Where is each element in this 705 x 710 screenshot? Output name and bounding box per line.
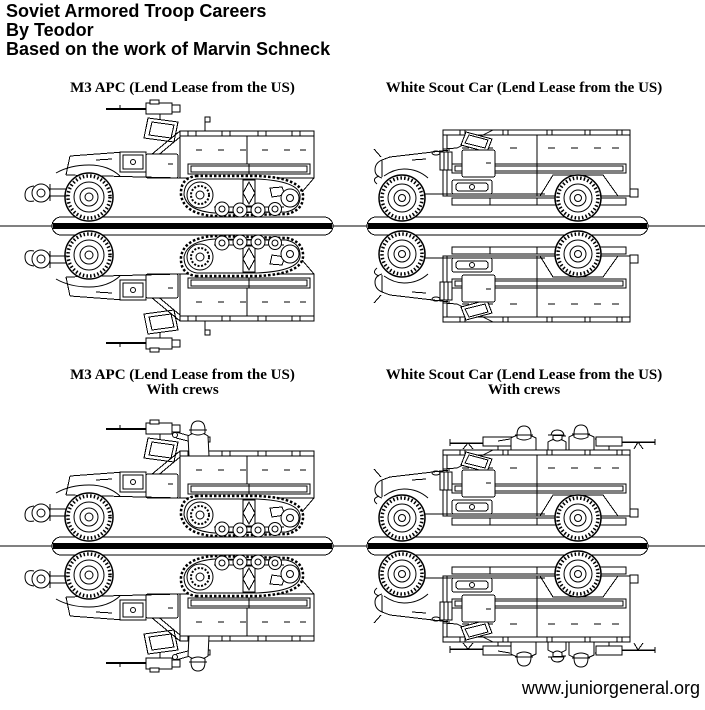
title-block: Soviet Armored Troop Careers By Teodor B…: [6, 2, 330, 59]
page-byline: By Teodor: [6, 20, 94, 40]
scout-car-crew-mirror: [372, 549, 640, 644]
base-strip-bar: [53, 543, 332, 549]
caption-text: White Scout Car (Lend Lease from the US): [385, 367, 663, 383]
base-strip-bar: [53, 223, 332, 229]
base-strip-bar: [368, 223, 647, 229]
website-url: www.juniorgeneral.org: [521, 678, 700, 698]
caption-text: White Scout Car (Lend Lease from the US): [385, 80, 663, 96]
caption-text: M3 APC (Lend Lease from the US): [70, 80, 295, 96]
scout-crew-mirror: [449, 641, 656, 668]
figure-row-2: [0, 418, 705, 674]
figure-row-1: [0, 98, 705, 354]
m3-apc-crew-top: [23, 418, 316, 543]
scout-crew-top: [449, 424, 656, 451]
page-title: Soviet Armored Troop Careers: [6, 1, 267, 21]
caption-scout-car-crews: White Scout Car (Lend Lease from the US)…: [352, 368, 696, 398]
page-credit: Based on the work of Marvin Schneck: [6, 39, 331, 59]
m3-apc-top: [23, 98, 316, 223]
caption-m3-apc: M3 APC (Lend Lease from the US): [20, 81, 345, 96]
scout-car-mirror: [372, 229, 640, 324]
caption-subtext: With crews: [146, 382, 219, 398]
base-strip-bar: [368, 543, 647, 549]
m3-apc-mirror: [23, 229, 316, 354]
caption-subtext: With crews: [487, 382, 561, 398]
caption-text: M3 APC (Lend Lease from the US): [70, 367, 295, 383]
caption-m3-apc-crews: M3 APC (Lend Lease from the US)With crew…: [20, 368, 345, 398]
scout-car-crew-top: [372, 448, 640, 543]
caption-scout-car: White Scout Car (Lend Lease from the US): [352, 81, 696, 96]
m3-apc-crew-mirror: [23, 549, 316, 674]
scout-car-top: [372, 128, 640, 223]
